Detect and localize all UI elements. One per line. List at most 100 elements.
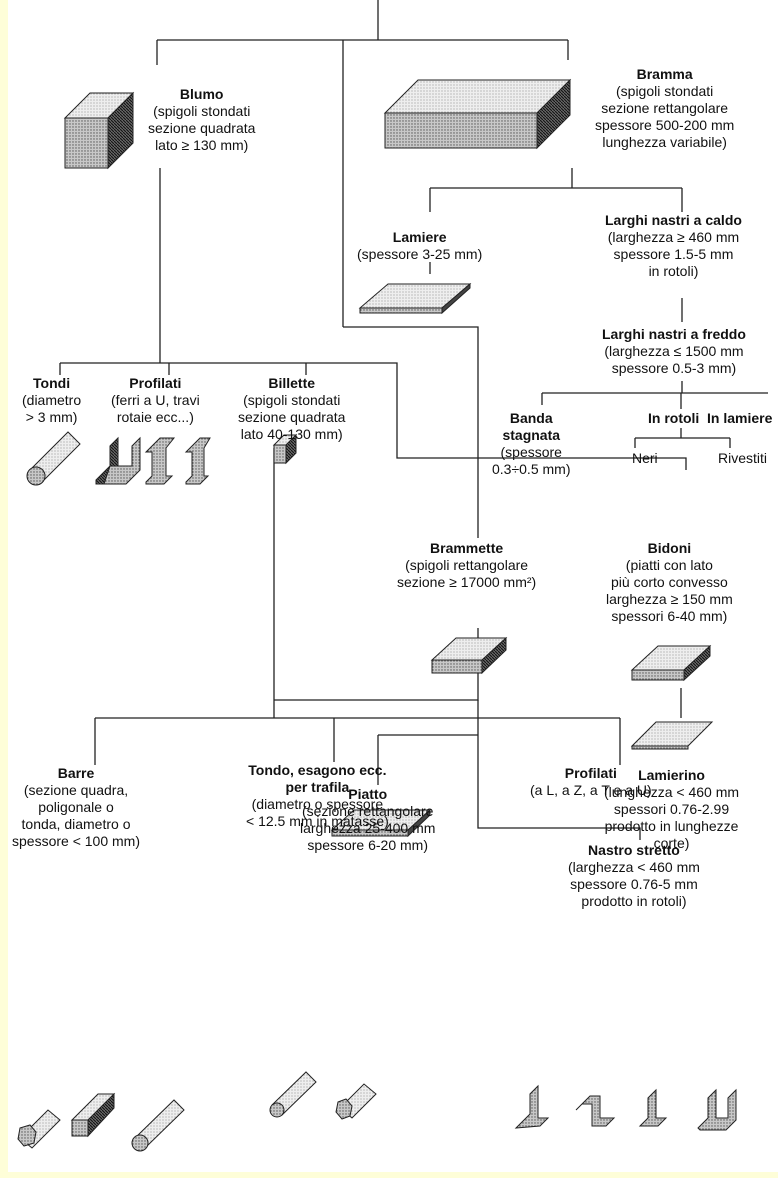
banda-line: (spessore	[500, 444, 562, 460]
larghi-freddo-line: spessore 0.5-3 mm)	[611, 360, 737, 376]
blumo-line: lato ≥ 130 mm)	[155, 137, 249, 153]
blumo-line: (spigoli stondati	[153, 103, 251, 119]
profilati-top-icon	[95, 436, 211, 485]
bramma-line: spessore 500-200 mm	[595, 117, 735, 133]
profilati-top-title: Profilati	[129, 375, 182, 391]
profilati-top-line: rotaie ecc...)	[116, 409, 194, 425]
billette-icon	[272, 433, 298, 465]
piatto-line: larghezza 25-400 mm	[300, 820, 436, 836]
rivestiti-label: Rivestiti	[718, 450, 768, 466]
piatto-line: spessore 6-20 mm)	[307, 837, 428, 853]
profilati-bottom-icon	[514, 1084, 737, 1131]
brammette-line: sezione ≥ 17000 mm²)	[397, 574, 537, 590]
in-lamiere-title: In lamiere	[707, 410, 773, 426]
profilati-bottom-line: (a L, a Z, a T e a U)	[530, 782, 652, 798]
tondi-label: Tondi (diametro > 3 mm)	[22, 375, 81, 426]
nastro-stretto-label: Nastro stretto (larghezza < 460 mm spess…	[568, 842, 700, 910]
barre-icon	[17, 1092, 185, 1152]
bramma-line: lunghezza variabile)	[602, 134, 727, 150]
bidoni-line: più corto convesso	[611, 574, 728, 590]
piatto-line: (sezione rettangolare	[301, 803, 434, 819]
nastro-stretto-line: prodotto in rotoli)	[581, 893, 687, 909]
nastro-stretto-title: Nastro stretto	[588, 842, 680, 858]
in-rotoli-label: In rotoli	[648, 410, 699, 427]
larghi-caldo-label: Larghi nastri a caldo (larghezza ≥ 460 m…	[605, 212, 742, 280]
lamierino-line: corte)	[653, 835, 690, 851]
brammette-line: (spigoli rettangolare	[405, 557, 529, 573]
lamiere-icon	[358, 282, 472, 315]
billette-title: Billette	[268, 375, 316, 391]
profilati-top-label: Profilati (ferri a U, travi rotaie ecc..…	[111, 375, 200, 426]
tondo-esagono-line: (diametro o spessore	[251, 796, 384, 812]
tondo-esagono-label: Tondo, esagono ecc. per trafila (diametr…	[246, 762, 389, 830]
banda-stagnata-label: Banda stagnata (spessore 0.3÷0.5 mm)	[492, 410, 570, 478]
larghi-caldo-line: spessore 1.5-5 mm	[613, 246, 734, 262]
bidoni-line: spessori 6-40 mm)	[611, 608, 728, 624]
bidoni-line: (piatti con lato	[625, 557, 713, 573]
billette-label: Billette (spigoli stondati sezione quadr…	[238, 375, 345, 443]
tondi-line: (diametro	[22, 392, 82, 408]
profilati-bottom-label: Profilati (a L, a Z, a T e a U)	[530, 765, 652, 799]
in-lamiere-label: In lamiere	[707, 410, 772, 427]
blumo-line: sezione quadrata	[148, 120, 256, 136]
barre-line: (sezione quadra,	[23, 782, 129, 798]
larghi-freddo-line: (larghezza ≤ 1500 mm	[604, 343, 744, 359]
brammette-label: Brammette (spigoli rettangolare sezione …	[397, 540, 536, 591]
blumo-title: Blumo	[179, 86, 224, 102]
nastro-stretto-line: spessore 0.76-5 mm	[570, 876, 698, 892]
billette-line: (spigoli stondati	[243, 392, 341, 408]
banda-title: Banda	[509, 410, 553, 426]
bidoni-label: Bidoni (piatti con lato più corto conves…	[606, 540, 733, 625]
tondi-icon	[26, 431, 81, 486]
billette-line: sezione quadrata	[238, 409, 346, 425]
brammette-icon	[430, 636, 508, 675]
bramma-icon	[383, 78, 572, 150]
larghi-freddo-title: Larghi nastri a freddo	[602, 326, 746, 342]
lamierino-line: spessori 0.76-2.99	[613, 801, 730, 817]
barre-line: spessore < 100 mm)	[12, 833, 140, 849]
lamierino-label: Lamierino (lunghezza < 460 mm spessori 0…	[604, 767, 739, 852]
lamierino-line: (lunghezza < 460 mm	[604, 784, 740, 800]
lamierino-line: prodotto in lunghezze	[604, 818, 739, 834]
brammette-title: Brammette	[430, 540, 504, 556]
lamierino-title: Lamierino	[638, 767, 705, 783]
blumo-icon	[63, 91, 135, 170]
neri-label: Neri	[632, 450, 658, 466]
barre-title: Barre	[57, 765, 95, 781]
diagram-paper	[8, 0, 778, 1172]
tondo-esagono-title-2: per trafila	[285, 779, 350, 795]
profilati-bottom-title: Profilati	[564, 765, 617, 781]
lamiere-title: Lamiere	[392, 229, 447, 245]
tondo-esagono-icon	[269, 1071, 377, 1120]
barre-line: poligonale o	[38, 799, 114, 815]
lamiere-line: (spessore 3-25 mm)	[357, 246, 483, 262]
larghi-caldo-title: Larghi nastri a caldo	[605, 212, 742, 228]
piatto-label: Piatto (sezione rettangolare larghezza 2…	[300, 786, 435, 854]
bramma-title: Bramma	[636, 66, 693, 82]
in-rotoli-title: In rotoli	[648, 410, 700, 426]
barre-label: Barre (sezione quadra, poligonale o tond…	[12, 765, 140, 850]
tondo-esagono-line: < 12.5 mm in matasse)	[246, 813, 389, 829]
barre-line: tonda, diametro o	[21, 816, 131, 832]
profilati-top-line: (ferri a U, travi	[111, 392, 200, 408]
blumo-label: Blumo (spigoli stondati sezione quadrata…	[148, 86, 255, 154]
banda-title-2: stagnata	[502, 427, 561, 443]
larghi-caldo-line: in rotoli)	[648, 263, 699, 279]
banda-line: 0.3÷0.5 mm)	[492, 461, 571, 477]
bidoni-line: larghezza ≥ 150 mm	[606, 591, 733, 607]
bramma-line: (spigoli stondati	[616, 83, 714, 99]
tondi-line: > 3 mm)	[25, 409, 78, 425]
bramma-label: Bramma (spigoli stondati sezione rettang…	[595, 66, 734, 151]
bidoni-title: Bidoni	[647, 540, 692, 556]
bramma-line: sezione rettangolare	[601, 100, 729, 116]
piatto-title: Piatto	[348, 786, 388, 802]
larghi-caldo-line: (larghezza ≥ 460 mm	[607, 229, 740, 245]
tondi-title: Tondi	[33, 375, 71, 391]
billette-line: lato 40-130 mm)	[240, 426, 343, 442]
nastro-stretto-line: (larghezza < 460 mm	[568, 859, 700, 875]
piatto-icon	[330, 808, 432, 838]
bidoni-icon	[630, 644, 712, 682]
larghi-freddo-label: Larghi nastri a freddo (larghezza ≤ 1500…	[602, 326, 746, 377]
